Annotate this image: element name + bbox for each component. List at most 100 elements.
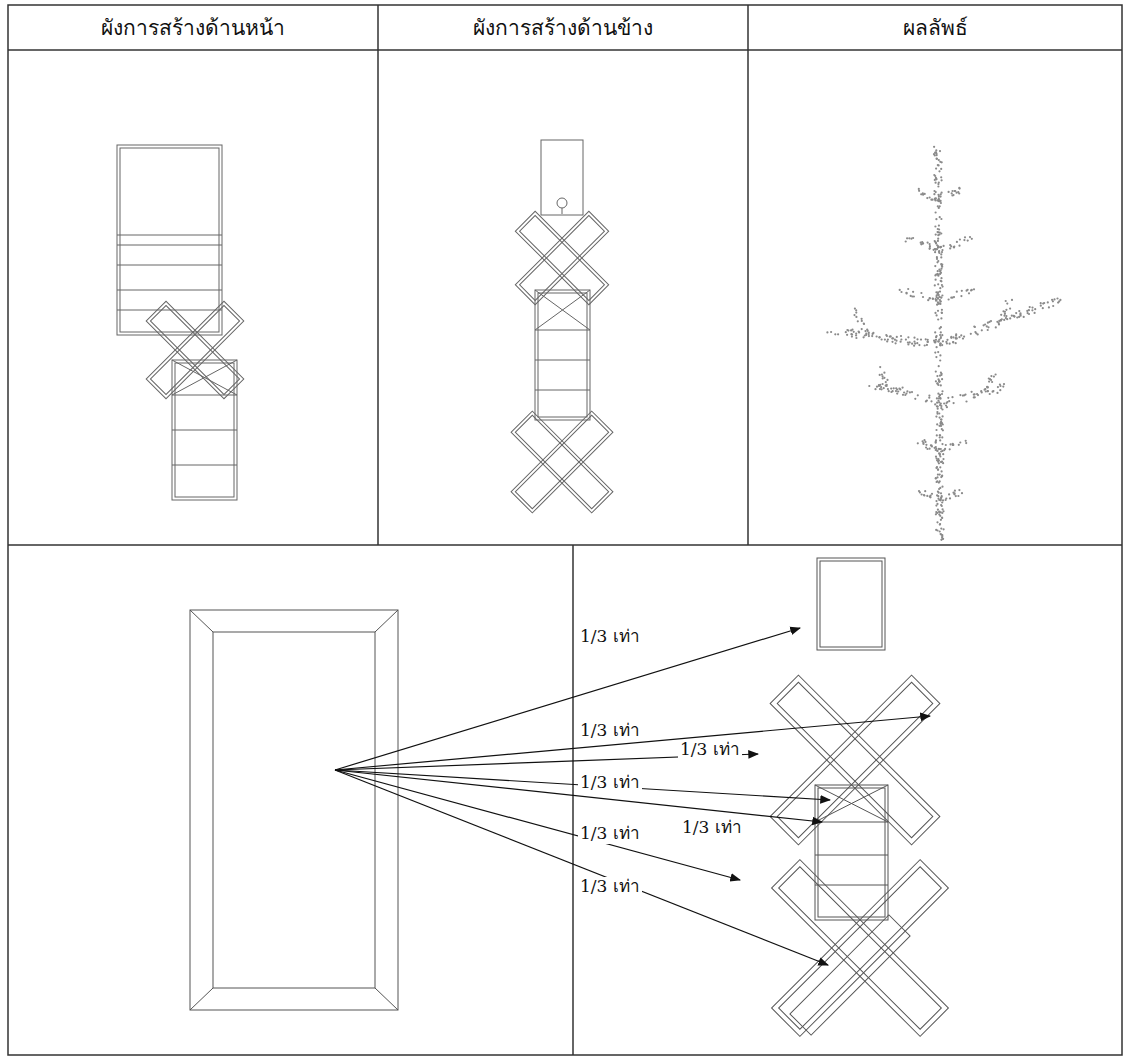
plant-dot xyxy=(977,394,979,396)
plant-dot xyxy=(952,341,954,343)
plant-dot xyxy=(958,444,960,446)
plant-dot xyxy=(936,411,938,413)
plant-dot xyxy=(958,336,960,338)
plant-dot xyxy=(935,442,937,444)
plant-dot xyxy=(927,341,929,343)
plant-dot xyxy=(996,392,998,394)
plant-dot xyxy=(938,170,940,172)
plant-dot xyxy=(941,517,943,519)
plant-dot xyxy=(950,245,952,247)
plant-dot xyxy=(1002,386,1004,388)
plant-dot xyxy=(990,375,992,377)
plant-dot xyxy=(937,291,939,293)
plant-dot xyxy=(872,332,874,334)
plant-dot xyxy=(936,529,938,531)
plant-dot xyxy=(909,341,911,343)
plant-dot xyxy=(935,168,937,170)
plant-dot xyxy=(934,175,936,177)
plant-dot xyxy=(942,538,944,540)
plant-dot xyxy=(941,294,943,296)
plant-dot xyxy=(945,499,947,501)
plant-dot xyxy=(927,341,929,343)
plant-dot xyxy=(941,470,943,472)
plant-dot xyxy=(926,495,928,497)
plant-dot xyxy=(888,390,890,392)
plant-dot xyxy=(934,251,936,253)
plant-dot xyxy=(951,396,953,398)
plant-dot xyxy=(939,434,941,436)
plant-dot xyxy=(958,489,960,491)
plant-dot xyxy=(935,371,937,373)
plant-dot xyxy=(937,240,939,242)
plant-dot xyxy=(886,384,888,386)
column-header: ผังการสร้างด้านหน้า xyxy=(101,16,285,40)
plant-dot xyxy=(918,190,920,192)
plant-dot xyxy=(1042,307,1044,309)
plant-dot xyxy=(939,246,941,248)
plant-dot xyxy=(987,329,989,331)
plant-dot xyxy=(940,422,942,424)
plant-dot xyxy=(924,344,926,346)
plant-dot xyxy=(988,381,990,383)
plant-dot xyxy=(874,388,876,390)
plant-dot xyxy=(921,493,923,495)
plant-dot xyxy=(941,486,943,488)
plant-dot xyxy=(981,329,983,331)
plant-dot xyxy=(955,333,957,335)
plant-dot xyxy=(936,258,938,260)
plant-dot xyxy=(924,193,926,195)
plant-dot xyxy=(1047,301,1049,303)
plant-dot xyxy=(944,448,946,450)
plant-dot xyxy=(890,335,892,337)
plant-dot xyxy=(1058,300,1060,302)
plant-dot xyxy=(935,218,937,220)
plant-dot xyxy=(950,336,952,338)
plant-dot xyxy=(939,524,941,526)
plant-dot xyxy=(897,390,899,392)
plant-dot xyxy=(939,354,941,356)
plant-dot xyxy=(935,182,937,184)
plant-dot xyxy=(940,280,942,282)
plant-dot xyxy=(905,292,907,294)
plant-dot xyxy=(867,330,869,332)
plant-dot xyxy=(872,333,874,335)
plant-dot xyxy=(879,336,881,338)
plant-dot xyxy=(907,343,909,345)
plant-dot xyxy=(1005,315,1007,317)
plant-dot xyxy=(941,312,943,314)
plant-dot xyxy=(941,443,943,445)
plant-dot xyxy=(936,397,938,399)
plant-dot xyxy=(933,190,935,192)
plant-dot xyxy=(939,436,941,438)
plant-dot xyxy=(913,345,915,347)
plant-dot xyxy=(951,192,953,194)
plant-dot xyxy=(923,494,925,496)
plant-dot xyxy=(910,238,912,240)
plant-dot xyxy=(891,337,893,339)
plant-dot xyxy=(940,504,942,506)
plant-dot xyxy=(936,434,938,436)
plant-dot xyxy=(942,340,944,342)
plant-dot xyxy=(938,460,940,462)
plant-dot xyxy=(937,351,939,353)
plant-dot xyxy=(939,454,941,456)
plant-dot xyxy=(956,241,958,243)
plant-dot xyxy=(1003,315,1005,317)
plant-dot xyxy=(955,495,957,497)
plant-dot xyxy=(851,333,853,335)
plant-dot xyxy=(938,448,940,450)
plant-dot xyxy=(937,260,939,262)
plant-dot xyxy=(935,211,937,213)
plant-dot xyxy=(892,390,894,392)
plant-dot xyxy=(939,417,941,419)
plant-dot xyxy=(942,458,944,460)
plant-dot xyxy=(940,246,942,248)
plant-dot xyxy=(1004,313,1006,315)
plant-dot xyxy=(937,246,939,248)
plant-dot xyxy=(1011,299,1013,301)
plant-dot xyxy=(953,493,955,495)
plant-dot xyxy=(946,339,948,341)
table-grid xyxy=(8,5,1122,1055)
plant-dot xyxy=(911,391,913,393)
plant-dot xyxy=(935,197,937,199)
